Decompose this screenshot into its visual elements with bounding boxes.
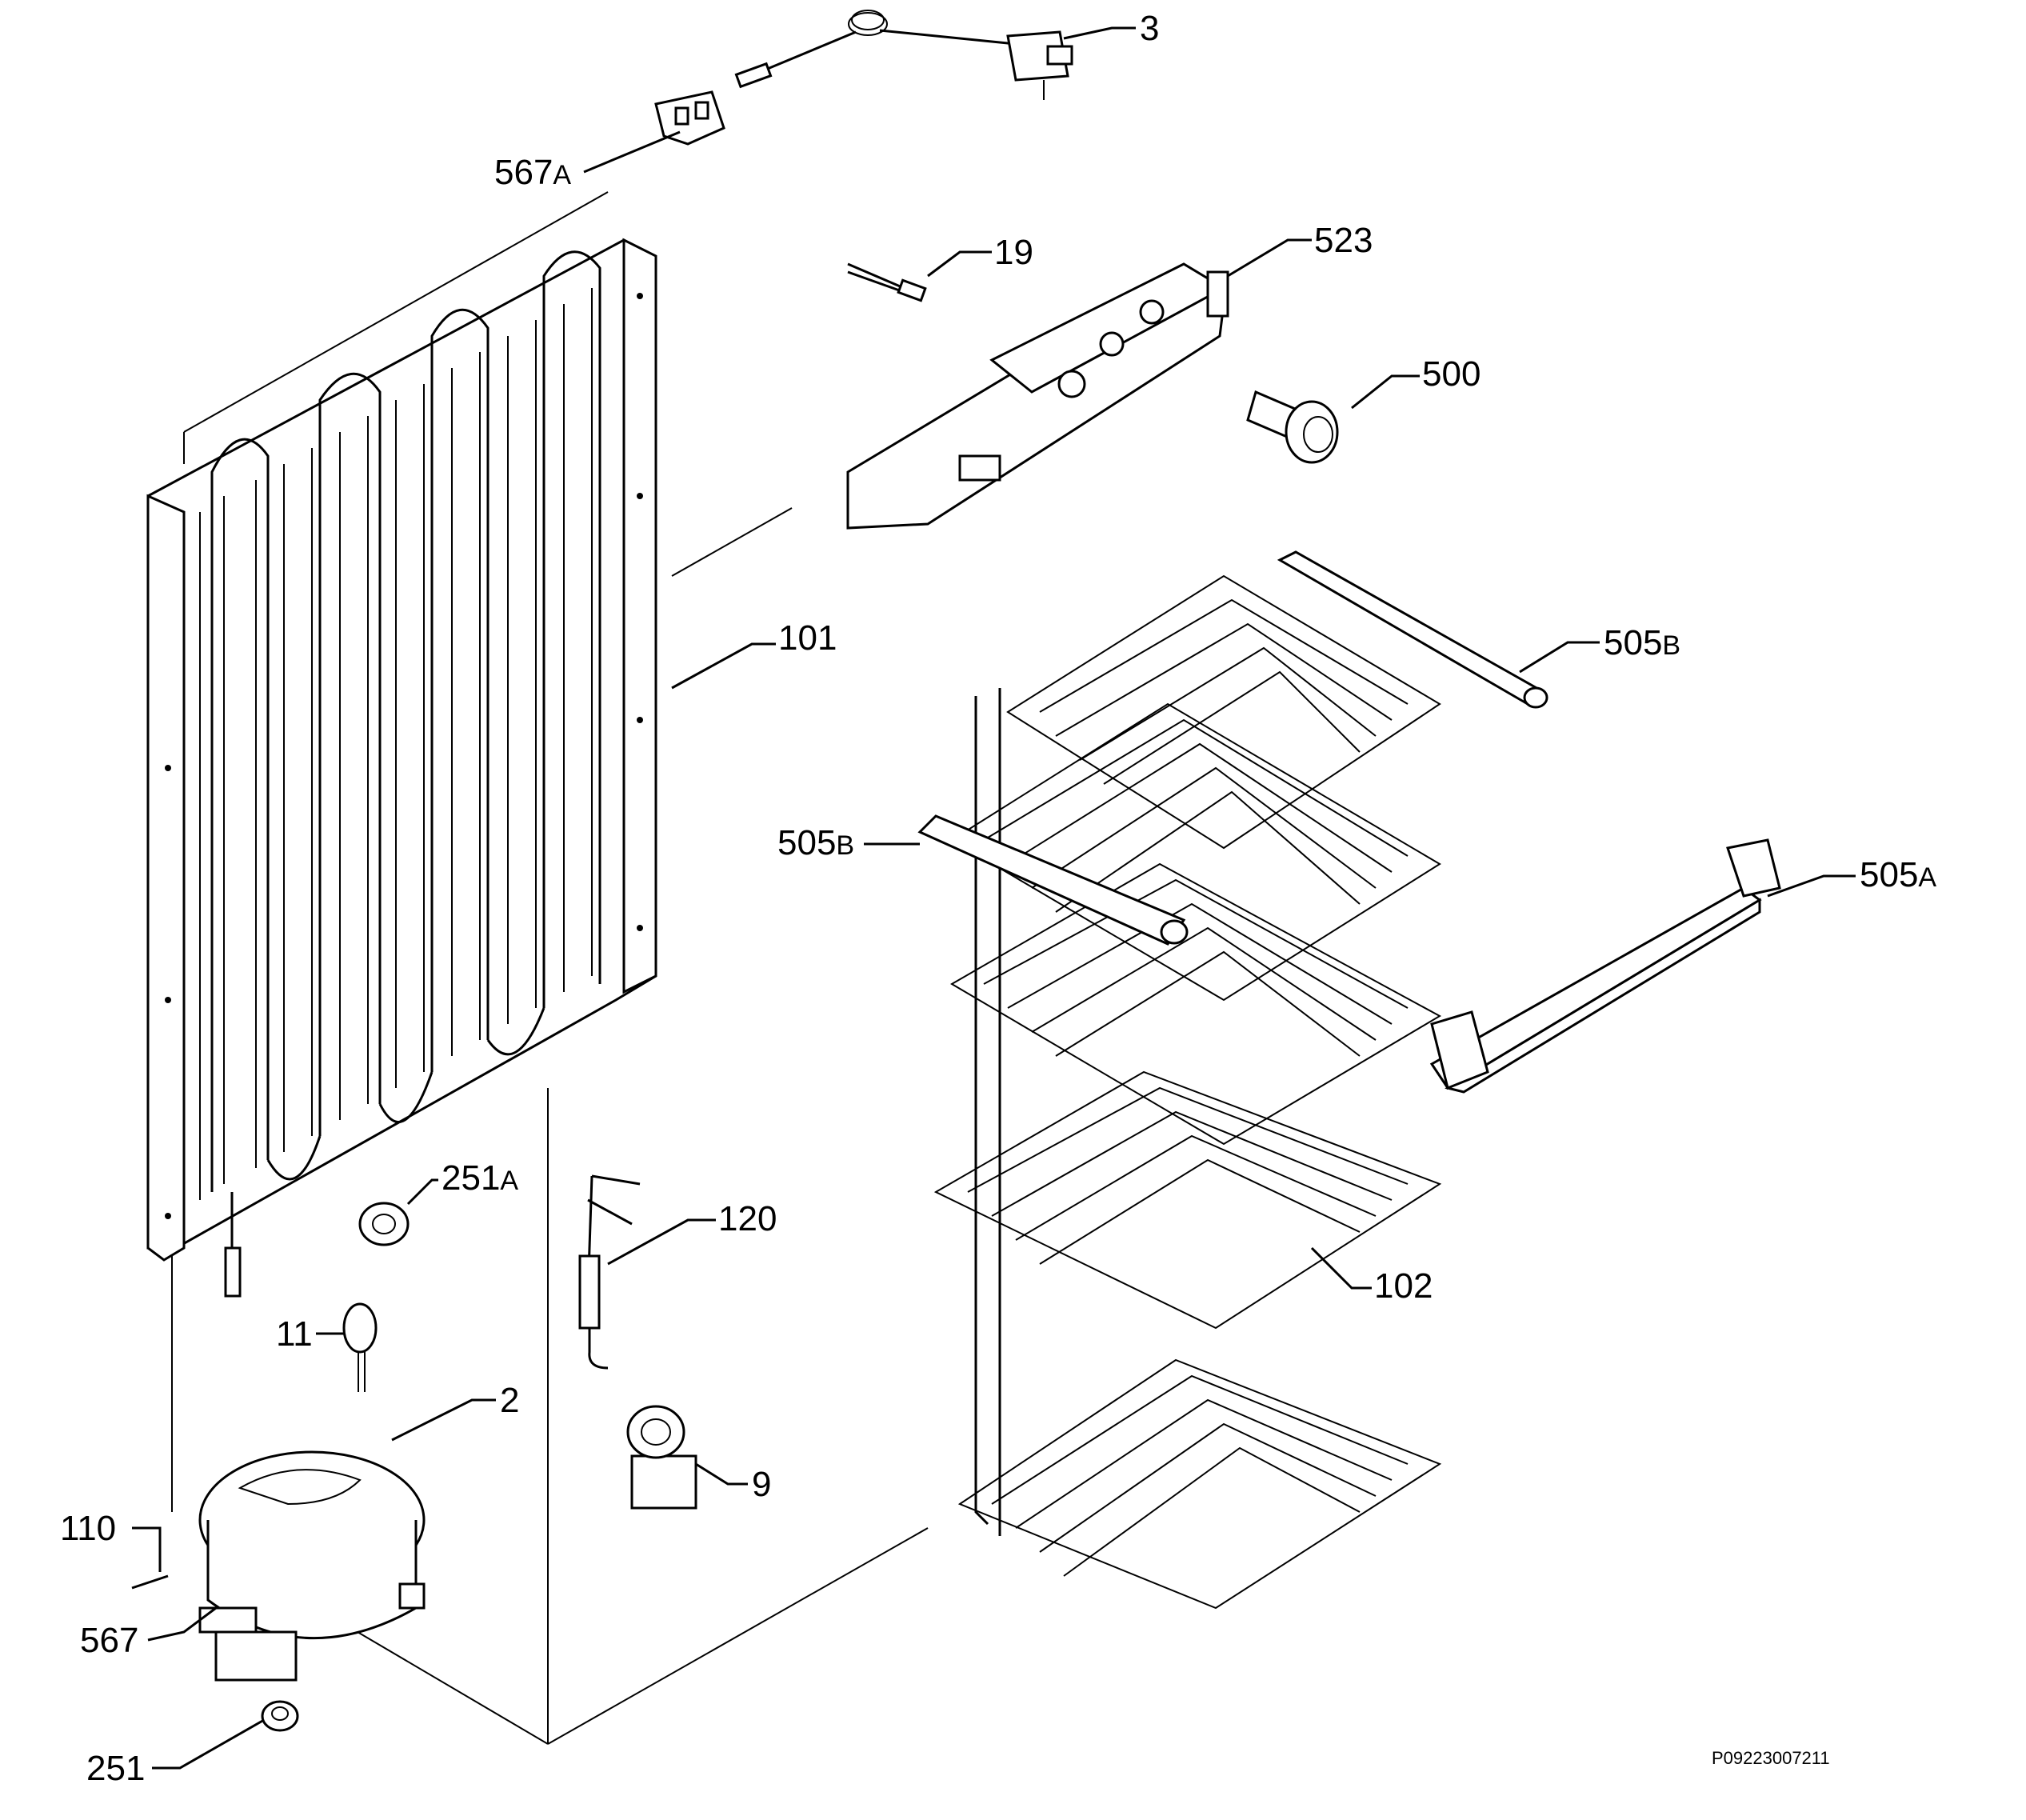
callout-9: 9: [752, 1465, 771, 1504]
callout-523: 523: [1314, 221, 1373, 260]
evaporator-102: [933, 574, 1442, 1610]
callout-110: 110: [60, 1509, 116, 1548]
grommet-251: [261, 1700, 299, 1732]
bulb-500: [1246, 390, 1339, 464]
callout-567A: 567A: [494, 153, 571, 192]
drawing-code: P09223007211: [1712, 1748, 1830, 1768]
evaporator-shelf: [1006, 574, 1441, 850]
condenser-101: [146, 238, 657, 1298]
callout-251: 251: [86, 1749, 145, 1788]
callout-505B-right: 505B: [1604, 623, 1680, 662]
bracket-567A: [654, 90, 725, 146]
callout-251A: 251A: [442, 1158, 518, 1198]
callout-500: 500: [1422, 354, 1481, 394]
cabinet-outline: [171, 191, 929, 1745]
callout-labels: 3 567A 19 523 500 101 505B 505B 505A 251…: [60, 9, 1936, 1788]
thermostat-3: [734, 10, 1073, 100]
clip-9: [626, 1405, 697, 1510]
callout-505B-left: 505B: [777, 823, 854, 862]
shelf-trim-505B-right: [1277, 550, 1548, 709]
pin-110: [131, 1574, 169, 1590]
leader-lines: [132, 26, 1856, 1770]
callout-567: 567: [80, 1621, 138, 1660]
condenser-fins: [199, 288, 593, 1200]
callout-11: 11: [276, 1314, 313, 1354]
light-housing-523: [846, 262, 1229, 530]
relay-11: [342, 1302, 378, 1392]
callout-2: 2: [500, 1381, 519, 1420]
shelf-trim-505B-left: [917, 814, 1189, 946]
evaporator-shelf: [950, 702, 1441, 1002]
sensor-19: [847, 262, 927, 302]
shelf-rail-505A: [1429, 838, 1781, 1094]
callout-3: 3: [1140, 9, 1159, 48]
callout-102: 102: [1374, 1266, 1433, 1306]
callout-120: 120: [718, 1199, 777, 1238]
condenser-tubes: [210, 250, 601, 1298]
callout-101: 101: [778, 618, 837, 658]
callout-505A: 505A: [1860, 855, 1936, 894]
callout-19: 19: [994, 233, 1033, 272]
compressor-2: [198, 1450, 426, 1682]
filter-drier-120: [578, 1174, 641, 1370]
evaporator-shelf: [957, 1358, 1442, 1610]
bushing-251A: [358, 1202, 410, 1246]
evaporator-shelf: [933, 1070, 1442, 1330]
